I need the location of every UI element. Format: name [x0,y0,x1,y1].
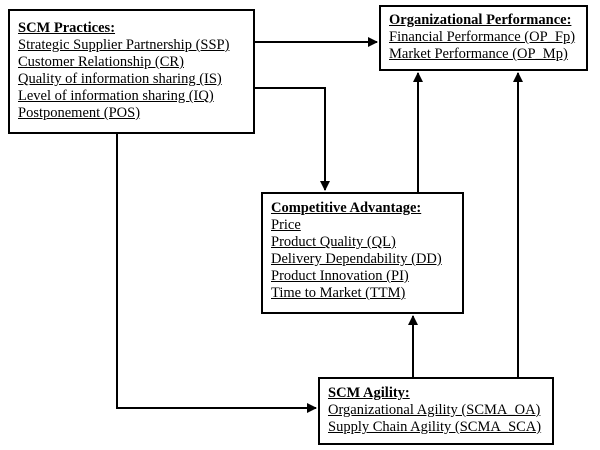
organizational-performance-title: Organizational Performance: [389,12,572,28]
scm-practices-title: SCM Practices: [18,20,116,36]
advantage-item: Product Quality (QL) [271,234,396,250]
scm-practices-box: SCM Practices: Strategic Supplier Partne… [8,9,255,134]
performance-item: Market Performance (OP_Mp) [389,46,568,62]
advantage-item: Product Innovation (PI) [271,268,409,284]
arrow-scm-to-advantage [255,87,330,191]
agility-item: Organizational Agility (SCMA_OA) [328,402,541,418]
performance-item: Financial Performance (OP_Fp) [389,29,576,45]
advantage-item: Price [271,217,301,233]
scm-practice-item: Quality of information sharing (IS) [18,71,222,87]
organizational-performance-box: Organizational Performance: Financial Pe… [379,5,588,71]
scm-practice-item: Strategic Supplier Partnership (SSP) [18,37,230,53]
advantage-item: Delivery Dependability (DD) [271,251,442,267]
scm-agility-title: SCM Agility: [328,385,410,401]
agility-item: Supply Chain Agility (SCMA_SCA) [328,419,542,435]
scm-agility-box: SCM Agility: Organizational Agility (SCM… [318,377,554,445]
competitive-advantage-box: Competitive Advantage: Price Product Qua… [261,192,464,314]
competitive-advantage-title: Competitive Advantage: [271,200,422,216]
scm-practice-item: Customer Relationship (CR) [18,54,184,70]
scm-practice-item: Postponement (POS) [18,105,141,121]
scm-practice-item: Level of information sharing (IQ) [18,88,214,104]
advantage-item: Time to Market (TTM) [271,285,406,301]
arrow-scm-to-agility [116,134,317,413]
